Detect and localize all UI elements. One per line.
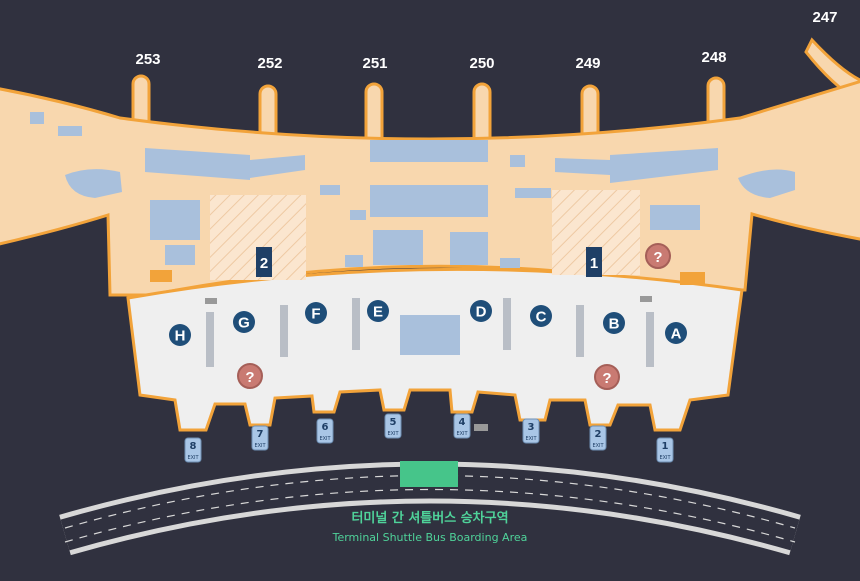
checkin-counter-a[interactable]: A (665, 322, 687, 344)
exit-label: EXIT (319, 436, 331, 442)
checkin-counter-d[interactable]: D (470, 300, 492, 322)
exit-number: 7 (257, 429, 264, 440)
checkin-counter-g[interactable]: G (233, 311, 255, 333)
exit-label: EXIT (254, 443, 266, 449)
checkin-counter-f[interactable]: F (305, 302, 327, 324)
counter-letter: F (311, 306, 320, 323)
counter-letter: C (536, 309, 547, 326)
gate-253[interactable]: 253 (135, 51, 160, 68)
svg-text:?: ? (653, 249, 662, 266)
checkin-counters-rows (206, 298, 654, 367)
shuttle-boarding-zone[interactable] (400, 461, 458, 487)
floor-marker-label: 1 (590, 255, 598, 272)
gate-252[interactable]: 252 (257, 55, 282, 72)
shuttle-label-en: Terminal Shuttle Bus Boarding Area (332, 531, 528, 544)
info-markers: ??? (237, 243, 671, 390)
floor-marker-1: 1 (586, 247, 602, 277)
floor-marker-2: 2 (256, 247, 272, 277)
svg-text:?: ? (602, 370, 611, 387)
svg-text:?: ? (245, 369, 254, 386)
shuttle-label-ko: 터미널 간 셔틀버스 승차구역 (351, 510, 508, 526)
question-mark-icon[interactable]: ? (645, 243, 671, 269)
exit-label: EXIT (592, 443, 604, 449)
question-mark-icon[interactable]: ? (594, 364, 620, 390)
shop-blocks (30, 112, 795, 431)
counter-letter: D (476, 304, 487, 321)
counter-letter: A (671, 326, 682, 343)
exit-number: 3 (528, 422, 535, 433)
exit-label: EXIT (387, 431, 399, 437)
checkin-counter-markers: H G F E D C B A (169, 300, 687, 346)
gate-249[interactable]: 249 (575, 55, 600, 72)
counter-letter: E (373, 304, 383, 321)
exit-number: 2 (595, 429, 602, 440)
exit-number: 8 (190, 441, 197, 452)
exit-number: 1 (662, 441, 669, 452)
checkin-counter-h[interactable]: H (169, 324, 191, 346)
checkin-counter-c[interactable]: C (530, 305, 552, 327)
shop-icon (150, 270, 172, 282)
gate-labels: 253 252 251 250 249 248 247 (135, 9, 837, 72)
counter-letter: H (175, 328, 186, 345)
exit-label: EXIT (659, 455, 671, 461)
counter-letter: B (609, 316, 620, 333)
exit-number: 4 (459, 417, 466, 428)
floor-marker-label: 2 (260, 255, 268, 272)
checkin-counter-e[interactable]: E (367, 300, 389, 322)
exit-label: EXIT (525, 436, 537, 442)
gate-247[interactable]: 247 (812, 9, 837, 26)
gate-251[interactable]: 251 (362, 55, 387, 72)
exit-label: EXIT (187, 455, 199, 461)
checkin-counter-b[interactable]: B (603, 312, 625, 334)
exit-number: 6 (322, 422, 329, 433)
gate-250[interactable]: 250 (469, 55, 494, 72)
shuttle-road (59, 461, 801, 556)
gate-248[interactable]: 248 (701, 49, 726, 66)
shop-icon (680, 272, 705, 285)
exit-label: EXIT (456, 431, 468, 437)
question-mark-icon[interactable]: ? (237, 363, 263, 389)
exit-number: 5 (390, 417, 397, 428)
counter-letter: G (238, 315, 250, 332)
